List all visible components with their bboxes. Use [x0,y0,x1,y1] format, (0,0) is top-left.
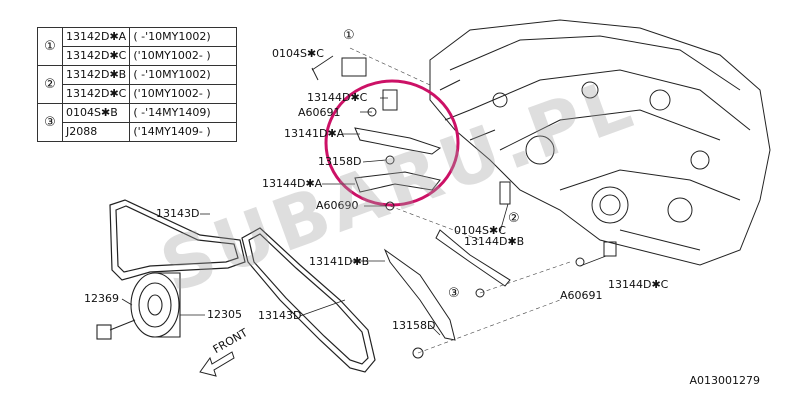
part-label-13144d-b[interactable]: 13144D✱B [464,235,525,248]
part-number: 13142D✱B [61,65,131,85]
table-row: 13142D✱C ('10MY1002- ) [38,84,238,104]
table-index: ② [37,65,63,104]
part-label-13141d-a[interactable]: 13141D✱A [284,127,345,140]
part-label-a60690[interactable]: A60690 [316,199,359,212]
reference-code: A013001279 [689,374,760,387]
callout-2: ② [508,211,520,226]
front-arrow [199,351,235,377]
part-label-13144d-c-top[interactable]: 13144D✱C [307,91,368,104]
part-label-13158d-bot[interactable]: 13158D [392,319,436,332]
date-range: ('14MY1409- ) [129,122,238,142]
part-label-a60691-top[interactable]: A60691 [298,106,341,119]
upper-tensioner [311,57,442,211]
part-label-13144d-a[interactable]: 13144D✱A [262,177,323,190]
part-label-13144d-c-bot[interactable]: 13144D✱C [608,278,669,291]
table-row: ③ 0104S✱B ( -'14MY1409) [37,103,238,142]
table-row: ① 13142D✱A ( -'10MY1002) [37,27,238,66]
date-range: ( -'10MY1002) [129,27,238,47]
part-number: 13142D✱C [61,46,131,66]
part-label-0104s-mid[interactable]: 0104S✱C [454,224,506,237]
date-range: ('10MY1002- ) [129,84,238,104]
part-number: 13142D✱C [61,84,131,104]
callout-1: ① [343,28,355,43]
part-label-13143d-bot[interactable]: 13143D [258,309,302,322]
callout-3: ③ [448,286,460,301]
part-label-13158d-top[interactable]: 13158D [318,155,362,168]
part-label-0104s-top[interactable]: 0104S✱C [272,47,324,60]
table-index: ③ [37,103,63,142]
dashed-lines [349,47,571,354]
date-range: ( -'14MY1409) [129,103,238,123]
highlight-circle [324,79,460,207]
part-number: J2088 [61,122,131,142]
timing-chain-upper [109,199,246,281]
part-number: 0104S✱B [61,103,131,123]
part-label-13143d-top[interactable]: 13143D [156,207,200,220]
engine-block [429,19,771,266]
date-range: ( -'10MY1002) [129,65,238,85]
timing-chain-lower [241,227,376,373]
leader-lines [121,55,607,336]
table-row: 13142D✱C ('10MY1002- ) [38,46,238,66]
date-range: ('10MY1002- ) [129,46,238,66]
applicability-table: ① 13142D✱A ( -'10MY1002) 13142D✱C ('10MY… [37,27,238,142]
table-row: ② 13142D✱B ( -'10MY1002) [37,65,238,104]
lower-guide [383,181,617,359]
part-label-12369[interactable]: 12369 [84,292,119,305]
part-label-13141d-b[interactable]: 13141D✱B [309,255,370,268]
part-label-a60691-bot[interactable]: A60691 [560,289,603,302]
table-index: ① [37,27,63,66]
crank-sprocket [96,272,181,340]
part-label-12305[interactable]: 12305 [207,308,242,321]
table-row: J2088 ('14MY1409- ) [38,122,238,142]
part-number: 13142D✱A [61,27,131,47]
